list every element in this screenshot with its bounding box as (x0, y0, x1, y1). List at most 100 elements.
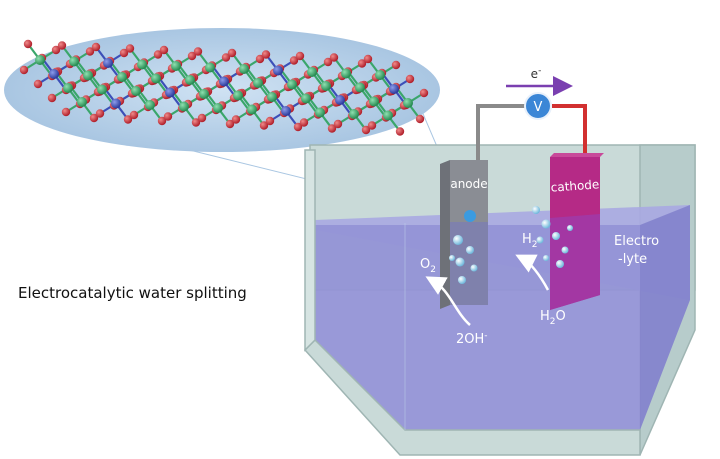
oxygen-atom (187, 51, 197, 61)
oxygen-atom (265, 116, 275, 126)
gas-bubble (455, 257, 465, 267)
oxygen-atom (227, 48, 237, 58)
metal-atom-green (369, 96, 379, 107)
metal-atom-green (341, 68, 351, 79)
oxygen-atom (395, 127, 405, 136)
hydroxide-label: 2OH (456, 332, 484, 347)
oxygen-atom (363, 54, 373, 64)
metal-atom-green (69, 56, 79, 67)
metal-atom-green (77, 97, 87, 107)
oxygen-atom (221, 53, 231, 62)
gas-bubble (470, 264, 478, 272)
metal-atom-green (315, 107, 325, 118)
anode-reaction: O2 2OH- (420, 257, 488, 347)
oxygen-atom (85, 47, 95, 56)
oxygen-atom (33, 79, 43, 89)
oxygen-atom (193, 47, 203, 56)
hydroxide-sup: - (484, 331, 487, 341)
oxygen-atom (357, 59, 367, 68)
metal-atom-green (403, 98, 413, 108)
metal-atom-green (179, 101, 189, 112)
gas-bubble (458, 276, 466, 284)
gas-bubble (561, 246, 569, 254)
anode-label: anode (450, 177, 487, 191)
svg-text:O2: O2 (420, 257, 436, 275)
metal-atom-green (199, 89, 209, 99)
diagram-caption: Electrocatalytic water splitting (18, 284, 247, 302)
oxygen-atom (61, 107, 71, 117)
metal-atom-green (117, 72, 127, 82)
metal-atom-green (35, 55, 45, 65)
metal-atom-blue (49, 69, 59, 79)
metal-atom-green (145, 100, 155, 110)
oxygen-atom (261, 50, 271, 59)
svg-text:e-: e- (531, 66, 542, 81)
oxygen-atom (327, 124, 337, 133)
oxygen-atom (91, 42, 101, 52)
oxygen-atom (391, 60, 401, 70)
electrolysis-tank (303, 144, 696, 456)
metal-atom-green (151, 73, 161, 84)
metal-atom-green (375, 70, 385, 80)
oxygen-atom (89, 113, 99, 123)
metal-atom-blue (165, 87, 175, 98)
oxygen-atom (329, 53, 339, 62)
metal-atom-green (213, 103, 223, 113)
metal-atom-green (63, 83, 73, 93)
oxygen-atom (157, 116, 167, 126)
gas-bubble (556, 260, 564, 268)
gas-bubbles (449, 206, 573, 284)
o2-label: O (420, 257, 430, 272)
gas-bubble (466, 246, 474, 254)
metal-atom-green (83, 70, 93, 81)
metal-atom-green (321, 81, 331, 91)
oxygen-atom (163, 112, 173, 121)
oxygen-atom (197, 113, 207, 123)
metal-atom-blue (335, 95, 345, 105)
oxygen-atom (119, 48, 129, 58)
electrolyte-line1: Electro (614, 234, 659, 249)
water-label: H (540, 309, 550, 324)
svg-text:H2: H2 (522, 232, 538, 250)
electron-sup: - (538, 66, 541, 76)
oxygen-atom (57, 41, 67, 50)
cathode-reaction: H2 H2O (515, 232, 566, 327)
h2-subscript: 2 (532, 240, 538, 250)
anode-electrode: anode (440, 160, 488, 309)
oxygen-atom (299, 118, 309, 127)
oxygen-atom (333, 119, 343, 129)
metal-atom-green (267, 92, 277, 102)
oxygen-atom (323, 57, 333, 67)
cathode-electrode: cathode (550, 153, 604, 310)
metal-atom-green (205, 62, 215, 73)
voltmeter-label: V (534, 100, 543, 115)
metal-atom-green (247, 104, 257, 115)
oxygen-atom (405, 74, 415, 84)
oxygen-atom (295, 51, 305, 61)
metal-atom-green (233, 90, 243, 101)
gas-bubble (449, 255, 455, 261)
gas-bubble (532, 206, 540, 214)
water-tail: O (556, 309, 566, 324)
metal-atom-green (349, 109, 359, 119)
oxygen-atom (51, 45, 61, 55)
oxygen-atom (225, 119, 235, 129)
gas-bubble (536, 236, 544, 244)
metal-atom-blue (219, 76, 229, 87)
metal-atom-green (185, 75, 195, 85)
h2-label: H (522, 232, 532, 247)
metal-atom-green (97, 84, 107, 95)
gas-bubble (541, 219, 551, 229)
o2-subscript: 2 (430, 265, 436, 275)
metal-atom-blue (103, 58, 113, 68)
metal-atom-green (253, 78, 263, 88)
gas-bubble (453, 235, 463, 245)
metal-atom-blue (111, 98, 121, 109)
electrolyte-line2: -lyte (618, 252, 647, 267)
voltmeter: V (524, 92, 552, 120)
metal-atom-green (137, 59, 147, 70)
water-subscript: 2 (550, 317, 556, 327)
oxygen-atom (259, 121, 269, 130)
oxygen-atom (47, 93, 57, 103)
cathode-label: cathode (550, 177, 599, 194)
